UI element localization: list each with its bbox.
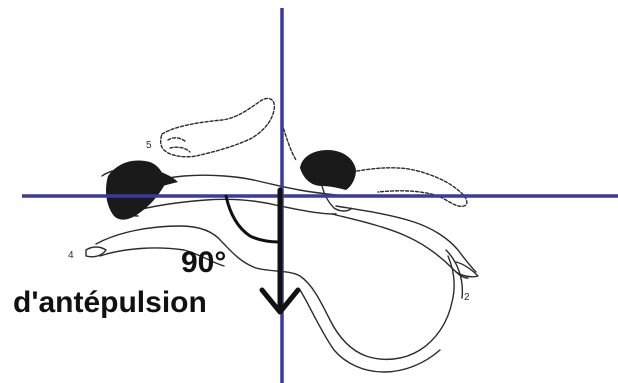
face-outline [321,185,353,212]
position-marker-left: 4 [68,250,74,261]
lower-hand [85,246,107,258]
arrow-down-icon [259,187,301,315]
dashed-hand-fingers [167,137,191,153]
dashed-upper-connector [281,123,297,161]
angle-value-label: 90° [181,246,227,279]
pulling-arm-inner [99,247,225,267]
dashed-arm-trajectory-top [159,97,276,158]
dashed-arm-trajectory-right [351,167,468,208]
position-marker-top: 5 [146,140,152,151]
angle-arc [224,194,282,244]
arm-trajectory-outer [445,249,464,299]
swimsuit [106,160,165,220]
leading-arm [335,205,477,273]
arrow-head [259,287,301,315]
body-lower-outline [121,198,337,215]
leading-hand [455,261,479,278]
pulling-arm-loop [95,225,455,361]
position-marker-right: 2 [464,292,470,303]
head-hair [300,150,356,190]
leading-arm-lower [331,213,469,279]
lower-trajectory [299,289,441,373]
swimsuit-shade [150,168,178,188]
angle-caption-label: d'antépulsion [13,286,207,319]
